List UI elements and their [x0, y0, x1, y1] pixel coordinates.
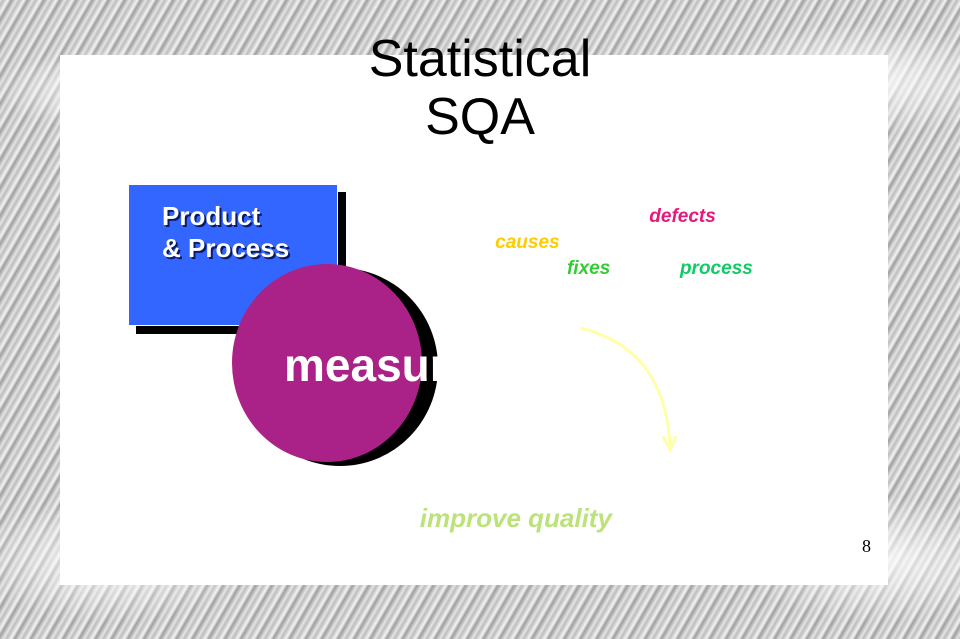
title-line-2: SQA [425, 88, 535, 146]
box-label-line-2: & Process [162, 233, 290, 263]
result-text: to [388, 503, 420, 533]
bullet-item-fixes: Move to provide fixes for the process [416, 256, 753, 282]
highlight-fixes: fixes [566, 258, 611, 279]
bullet-text: for the [610, 258, 680, 279]
curved-arrow-icon [579, 326, 678, 454]
measurement-circle [232, 264, 422, 462]
bullet-text: Find the [416, 232, 496, 253]
title-line-1: Statistical [368, 30, 592, 88]
product-process-label: Product & Process [162, 200, 289, 264]
slide-title: Statistical SQA [0, 30, 960, 146]
result-statement: ... an understanding of how to improve q… [388, 470, 726, 534]
result-line-1: ... an understanding of how [388, 471, 726, 501]
highlight-process: process [679, 258, 753, 279]
bullet-text: Collect information on all [416, 206, 650, 227]
measurement-label: measurement [284, 339, 584, 391]
bullet-item-defects: Collect information on all defects [416, 204, 753, 230]
box-label-line-1: Product [162, 201, 261, 231]
highlight-defects: defects [649, 206, 716, 227]
highlight-improve-quality: improve quality [419, 503, 612, 533]
bullet-item-causes: Find the causes of the defects [416, 230, 753, 256]
bullet-text: of the defects [559, 232, 689, 253]
highlight-causes: causes [495, 232, 560, 253]
page-number: 8 [862, 536, 871, 556]
bullet-text: Move to provide [416, 258, 567, 279]
bullet-list: Collect information on all defects Find … [416, 204, 753, 282]
result-line-2: to improve quality [388, 502, 726, 534]
